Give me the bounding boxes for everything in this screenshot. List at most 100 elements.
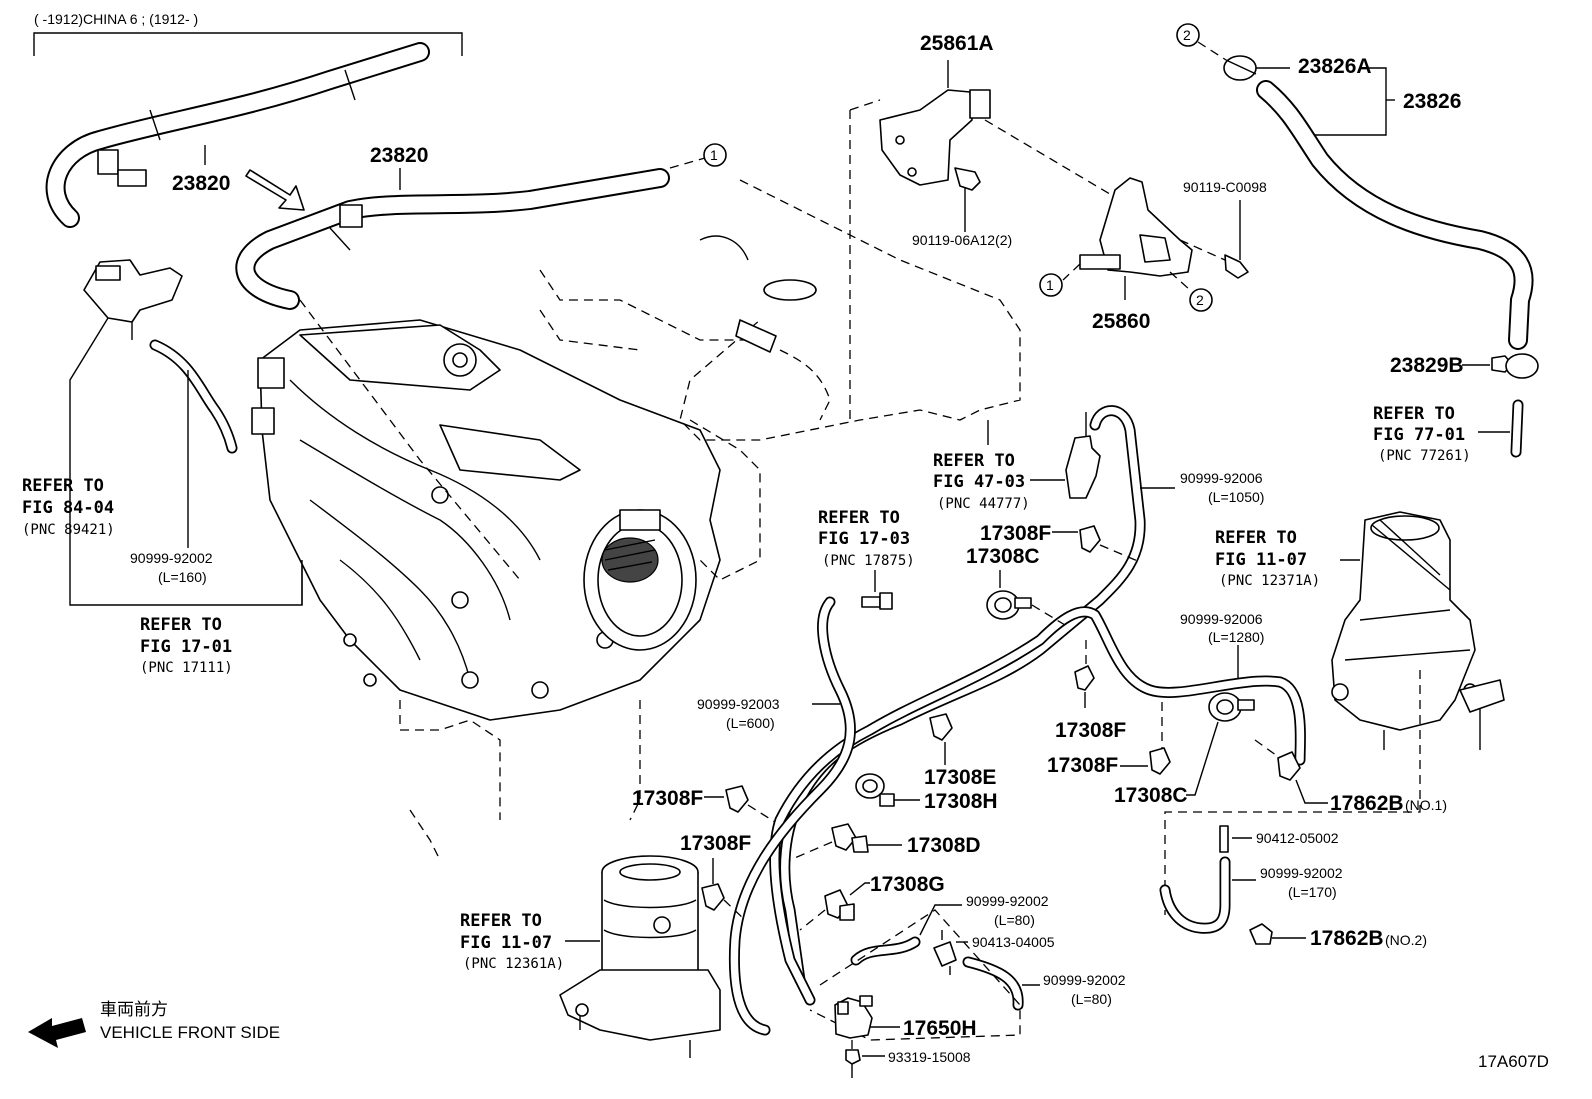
check-valve-90413-04005[interactable]	[933, 930, 957, 975]
ref-11-07a-line2: FIG 11-07	[1215, 550, 1307, 570]
callout-2-b	[1189, 288, 1213, 312]
label-90999-92002-d-len: (L=80)	[1071, 991, 1112, 1007]
callout-2-a-text: 2	[1183, 27, 1191, 43]
dash-bracket-to-vsv	[984, 119, 1121, 201]
ref-17-01-line3: (PNC 17111)	[140, 660, 233, 676]
ref-84-04-line3: (PNC 89421)	[22, 522, 115, 538]
label-90999-92003: 90999-92003	[697, 696, 780, 712]
ref-11-07b-line3: (PNC 12361A)	[463, 956, 564, 972]
clip-17308F-e[interactable]	[701, 858, 725, 911]
clip-17308D[interactable]	[831, 823, 869, 853]
bolt-90119-C0098[interactable]	[1224, 200, 1249, 279]
clip-23829B[interactable]	[1491, 353, 1539, 379]
label-90119-C0098: 90119-C0098	[1183, 179, 1267, 195]
label-90999-92002-b-len: (L=170)	[1288, 884, 1337, 900]
hose-stub-77-01[interactable]	[1510, 399, 1524, 458]
fitting-17-03[interactable]	[861, 592, 893, 610]
ref-84-04-line1: REFER TO	[22, 476, 104, 496]
callout-1-b-text: 1	[1046, 277, 1054, 293]
callout-1-b	[1039, 273, 1063, 297]
dash-bracket-to-engine	[849, 99, 881, 420]
leader-17862B-1	[1295, 779, 1328, 804]
label-90999-92006-a: 90999-92006	[1180, 470, 1263, 486]
bracket-25861A[interactable]	[879, 60, 991, 186]
label-23820-a: 23820	[172, 172, 230, 195]
dash-17308F-d	[747, 804, 776, 823]
hose-23826[interactable]	[1256, 80, 1534, 350]
label-90999-92002-d: 90999-92002	[1043, 972, 1126, 988]
label-17862B-2: 17862B	[1310, 927, 1384, 950]
clip-17308G[interactable]	[824, 889, 855, 921]
label-90999-92002-a-len: (L=160)	[158, 569, 207, 585]
label-17308F-c: 17308F	[1047, 754, 1118, 777]
ref-17-03-line3: (PNC 17875)	[822, 553, 915, 569]
clamp-17308C-a[interactable]	[986, 590, 1032, 620]
clip-17308F-b[interactable]	[1074, 665, 1095, 708]
label-17308F-a: 17308F	[980, 522, 1051, 545]
hose-23820-upper[interactable]	[45, 42, 430, 228]
dash-17308F-a	[1099, 544, 1141, 563]
vsv-17650H[interactable]	[834, 995, 873, 1039]
clip-17308F-c[interactable]	[1149, 747, 1171, 775]
ref-47-03-line3: (PNC 44777)	[937, 496, 1030, 512]
valve-47-03[interactable]	[1065, 412, 1101, 499]
dash-vsv-to-bolt	[1179, 239, 1226, 261]
ref-77-01-line2: FIG 77-01	[1373, 425, 1465, 445]
clip-17862B-no1[interactable]	[1277, 751, 1301, 781]
clamp-17308C-b[interactable]	[1208, 692, 1255, 722]
label-90119-06A12: 90119-06A12(2)	[912, 232, 1012, 248]
label-17308H: 17308H	[924, 790, 998, 813]
leader-17308G	[849, 882, 870, 896]
ref-11-07b-line2: FIG 11-07	[460, 933, 552, 953]
label-17862B-1: 17862B	[1330, 792, 1404, 815]
clamp-17308H[interactable]	[855, 773, 895, 807]
ref-77-01-line3: (PNC 77261)	[1378, 448, 1471, 464]
label-90999-92002-b: 90999-92002	[1260, 865, 1343, 881]
dash-17862B-1	[1254, 739, 1281, 759]
label-23826: 23826	[1403, 90, 1461, 113]
label-17308G: 17308G	[870, 873, 945, 896]
label-90999-92006-b: 90999-92006	[1180, 611, 1263, 627]
label-17650H: 17650H	[903, 1017, 977, 1040]
label-17308F-d: 17308F	[632, 787, 703, 810]
dash-to-callout-1a	[669, 157, 706, 169]
label-90999-92003-len: (L=600)	[726, 715, 775, 731]
clip-17308F-a[interactable]	[1079, 525, 1101, 553]
dash-17308G	[799, 909, 826, 931]
vsv-25860[interactable]	[1079, 177, 1193, 300]
hose-90999-92002-l80-b[interactable]	[962, 956, 1024, 1011]
label-17308F-e: 17308F	[680, 832, 751, 855]
ref-17-01-line1: REFER TO	[140, 615, 222, 635]
clip-23826A[interactable]	[1223, 55, 1257, 81]
hose-90999-92003-l600[interactable]	[728, 596, 856, 1036]
hose-90999-92002-l170[interactable]	[1159, 856, 1231, 934]
hose-23820-main[interactable]	[235, 168, 670, 310]
hose-90999-92006-l1280[interactable]	[769, 606, 1306, 1006]
figure-code: 17A607D	[1478, 1052, 1549, 1071]
clip-17862B-no2[interactable]	[1249, 923, 1306, 945]
clip-17308F-d[interactable]	[725, 785, 749, 813]
screw-93319-15008[interactable]	[845, 1040, 861, 1078]
ref-47-03-line2: FIG 47-03	[933, 472, 1025, 492]
leader-90999-92002-c	[919, 904, 962, 936]
sensor-bracket[interactable]	[83, 259, 183, 340]
connector-90412-05002[interactable]	[1219, 825, 1229, 853]
throttle-body[interactable]	[583, 509, 697, 651]
engine-mount-12361A[interactable]	[559, 855, 721, 1058]
hose-90999-92002-l80-a[interactable]	[850, 936, 921, 966]
label-17862B-1-note: (NO.1)	[1405, 797, 1447, 813]
clip-17308E[interactable]	[929, 713, 953, 765]
ref-17-01-line2: FIG 17-01	[140, 637, 232, 657]
ref-11-07a-line1: REFER TO	[1215, 528, 1297, 548]
label-23820-b: 23820	[370, 144, 428, 167]
dash-hose-to-manifold	[299, 299, 521, 581]
bolt-90119-06A12[interactable]	[954, 167, 981, 232]
label-25860: 25860	[1092, 310, 1150, 333]
label-25861A: 25861A	[920, 32, 994, 55]
hose-90999-92002-l160[interactable]	[149, 339, 238, 454]
vehicle-front-arrow-icon	[28, 1018, 86, 1048]
label-17308C-b: 17308C	[1114, 784, 1188, 807]
label-90999-92002-a: 90999-92002	[130, 550, 213, 566]
engine-mount-12371A[interactable]	[1331, 511, 1505, 750]
